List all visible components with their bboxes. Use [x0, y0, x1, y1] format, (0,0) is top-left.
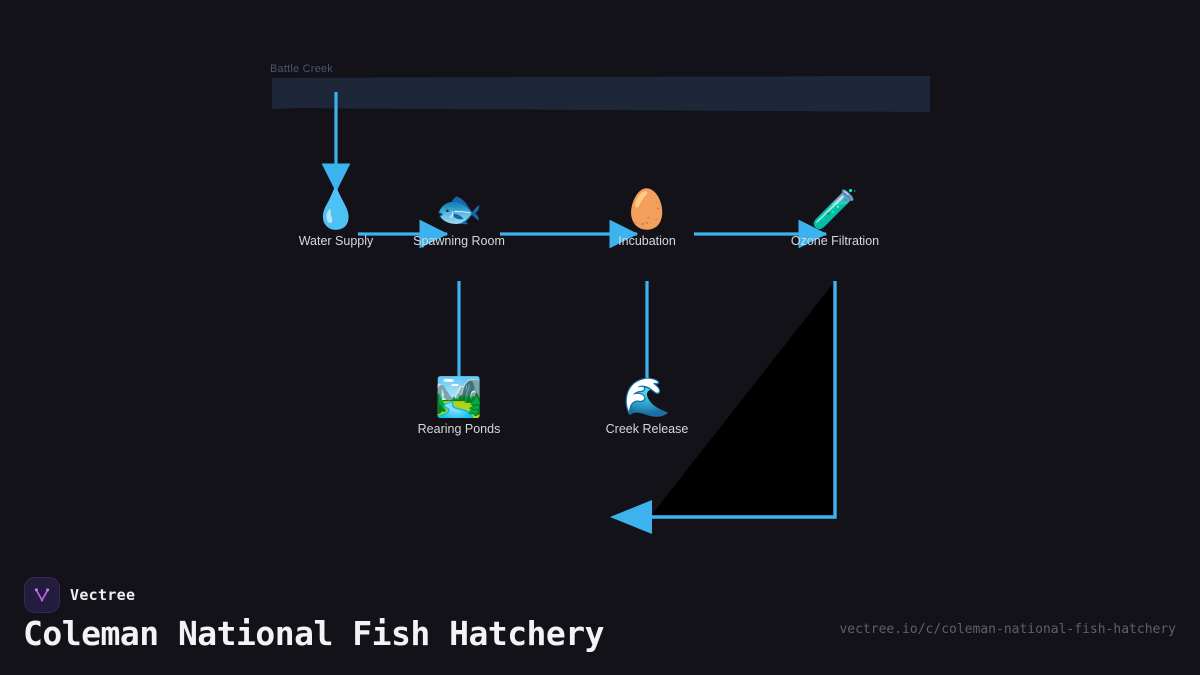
node-rearing-ponds[interactable]: 🏞️ Rearing Ponds [384, 376, 534, 436]
node-incubation[interactable]: 🥚 Incubation [572, 188, 722, 248]
node-label-creek-release: Creek Release [605, 422, 689, 436]
footer-url: vectree.io/c/coleman-national-fish-hatch… [839, 622, 1176, 637]
brand-row[interactable]: Vectree [24, 577, 135, 613]
node-water-supply[interactable]: 💧 Water Supply [261, 188, 411, 248]
node-label-rearing-ponds: Rearing Ponds [417, 422, 501, 436]
diagram-svg [272, 76, 930, 534]
node-ozone-filtration[interactable]: 🧪 Ozone Filtration [760, 188, 910, 248]
node-spawning-room[interactable]: 🐟 Spawning Room [384, 188, 534, 248]
wave-icon: 🌊 [623, 377, 671, 419]
diagram-canvas[interactable]: Battle Creek 💧 Water Supply 🐟 Spawning R… [0, 0, 1200, 560]
battle-creek-label: Battle Creek [270, 63, 333, 75]
node-creek-release[interactable]: 🌊 Creek Release [572, 376, 722, 436]
vectree-logo-icon [24, 577, 60, 613]
node-label-incubation: Incubation [618, 234, 676, 248]
test-tube-icon: 🧪 [811, 189, 859, 231]
node-label-water-supply: Water Supply [298, 234, 374, 248]
node-label-ozone-filtration: Ozone Filtration [790, 234, 880, 248]
battle-creek-band-shape [272, 76, 930, 112]
edge-fill-artifact [650, 281, 835, 517]
edge-ozone-filtration-creek-release-arrowhead [610, 500, 652, 534]
brand-name: Vectree [70, 586, 136, 604]
water-droplet-icon: 💧 [312, 189, 360, 231]
edge-ozone-filtration-creek-release[interactable] [652, 281, 837, 519]
fish-icon: 🐟 [435, 189, 483, 231]
page-title: Coleman National Fish Hatchery [23, 614, 605, 653]
footer: Vectree Coleman National Fish Hatchery [0, 560, 1200, 675]
egg-icon: 🥚 [623, 189, 671, 231]
node-label-spawning-room: Spawning Room [413, 234, 505, 248]
national-park-icon: 🏞️ [435, 377, 483, 419]
